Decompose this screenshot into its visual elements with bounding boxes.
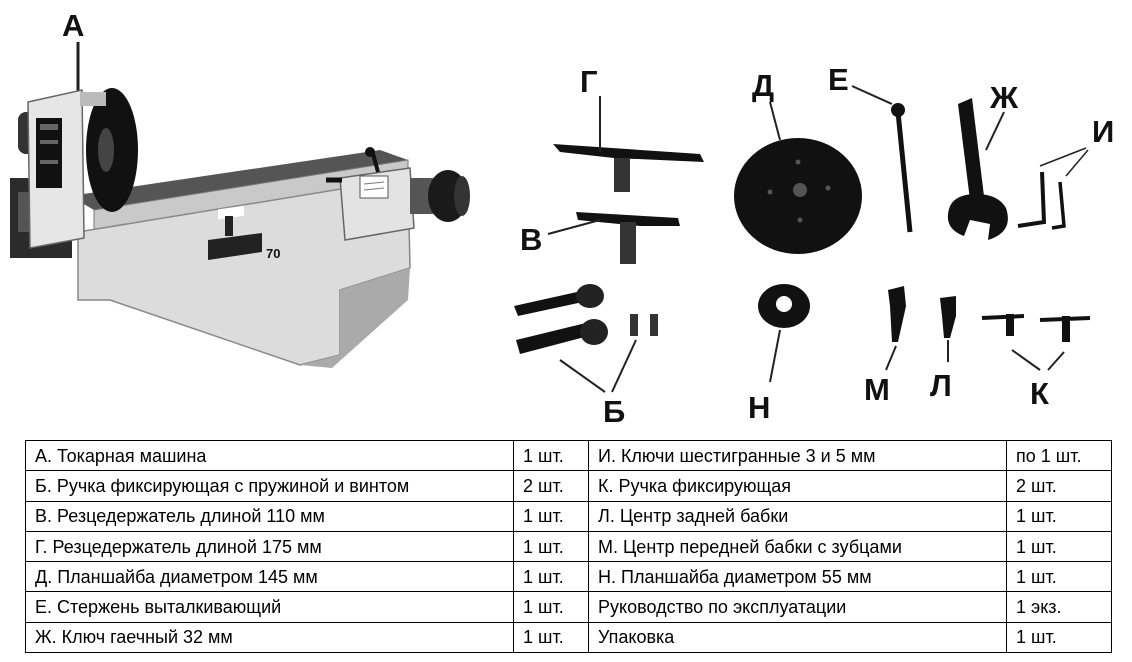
left-item: Д. Планшайба диаметром 145 мм [25,561,514,593]
faceplate-55 [758,284,810,383]
left-item: Е. Стержень выталкивающий [25,591,514,623]
parts-illustration: 70 [10,8,1114,429]
left-item: Ж. Ключ гаечный 32 мм [25,621,514,654]
table-row: Г. Резцедержатель длиной 175 мм 1 шт. М.… [25,530,1112,563]
parts-table-body: А. Токарная машина 1 шт. И. Ключи шестиг… [25,439,1112,654]
table-row: Б. Ручка фиксирующая с пружиной и винтом… [25,470,1112,502]
table-row: А. Токарная машина 1 шт. И. Ключи шестиг… [25,439,1112,472]
spur-center [885,286,906,371]
right-item: И. Ключи шестигранные 3 и 5 мм [588,439,1007,472]
right-qty: 2 шт. [1006,470,1112,502]
left-item: Б. Ручка фиксирующая с пружиной и винтом [25,470,514,502]
label-k: К [1030,376,1049,411]
tailstock-center [940,296,956,362]
right-qty: 1 экз. [1006,591,1112,623]
table-row: В. Резцедержатель длиной 110 мм 1 шт. Л.… [25,500,1112,532]
left-qty: 1 шт. [513,561,589,593]
label-b: Б [603,394,625,429]
badge-number: 70 [266,246,280,261]
left-qty: 1 шт. [513,591,589,623]
label-g: Г [580,64,598,99]
right-item: Руководство по эксплуатации [588,591,1007,623]
label-v: В [520,222,542,257]
parts-table: А. Токарная машина 1 шт. И. Ключи шестиг… [25,439,1112,654]
lathe-drawing: 70 [10,42,470,368]
spanner-32mm [947,98,1008,240]
right-qty: по 1 шт. [1006,439,1112,472]
left-item: Г. Резцедержатель длиной 175 мм [25,530,514,563]
left-item: В. Резцедержатель длиной 110 мм [25,500,514,532]
right-item: Л. Центр задней бабки [588,500,1007,532]
right-item: М. Центр передней бабки с зубцами [588,530,1007,563]
label-e: Е [828,62,849,97]
label-i: И [1092,114,1114,149]
left-qty: 1 шт. [513,500,589,532]
right-item: К. Ручка фиксирующая [588,470,1007,502]
tool-rest-110 [547,212,680,264]
locking-knobs [981,314,1091,371]
left-qty: 1 шт. [513,530,589,563]
locking-handles [514,284,658,393]
label-d: Д [752,68,774,103]
right-item: Н. Планшайба диаметром 55 мм [588,561,1007,593]
left-qty: 1 шт. [513,439,589,472]
table-row: Е. Стержень выталкивающий 1 шт. Руководс… [25,591,1112,623]
label-a: А [62,8,84,43]
hex-keys [1017,147,1089,230]
label-l: Л [930,368,952,403]
left-qty: 1 шт. [513,621,589,654]
right-qty: 1 шт. [1006,530,1112,563]
right-qty: 1 шт. [1006,500,1112,532]
label-m: М [864,372,890,407]
left-item: А. Токарная машина [25,439,514,472]
left-qty: 2 шт. [513,470,589,502]
right-qty: 1 шт. [1006,621,1112,654]
tool-rest-175 [553,96,704,192]
knockout-rod [851,85,913,233]
label-zh: Ж [989,80,1019,115]
label-n: Н [748,390,770,425]
table-row: Ж. Ключ гаечный 32 мм 1 шт. Упаковка 1 ш… [25,621,1112,654]
table-row: Д. Планшайба диаметром 145 мм 1 шт. Н. П… [25,561,1112,593]
right-item: Упаковка [588,621,1007,654]
right-qty: 1 шт. [1006,561,1112,593]
faceplate-145 [734,101,862,254]
model-badge: 70 [208,205,280,261]
